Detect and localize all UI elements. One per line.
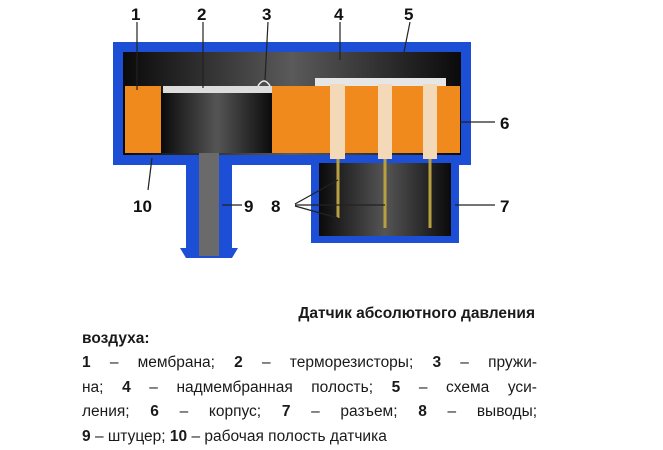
caption: Датчик абсолютного давления воздуха: 1 –… <box>82 302 537 449</box>
part-labels: 1 2 3 4 5 6 7 8 9 10 <box>131 5 509 216</box>
leader-lines <box>136 21 495 219</box>
caption-line: 1 – мембрана; 2 – терморезисторы; 3 – пр… <box>82 351 537 376</box>
item-num: 2 <box>234 354 243 371</box>
item-text: – штуцер; <box>94 427 166 445</box>
sensor-diagram: 1 2 3 4 5 6 7 8 9 10 <box>113 5 509 258</box>
caption-line: ления; 6 – корпус; 7 – разъем; 8 – вывод… <box>82 400 537 425</box>
item-text: на; <box>82 378 104 396</box>
item-text: – корпус; <box>179 403 262 420</box>
item-text: – мембрана; <box>109 354 215 371</box>
label-10: 10 <box>133 197 152 216</box>
caption-title-cont: воздуха: <box>82 329 150 347</box>
item-text: – надмембранная полость; <box>149 378 374 396</box>
item-num: 6 <box>150 403 159 420</box>
item-text: ления; <box>82 403 130 420</box>
label-1: 1 <box>131 5 140 24</box>
pin <box>423 84 437 159</box>
spring <box>257 80 271 87</box>
item-num: 4 <box>122 378 131 396</box>
item-text: – рабочая полость датчика <box>191 427 387 445</box>
item-num: 7 <box>281 403 291 420</box>
amplifier-board <box>315 78 446 86</box>
item-text: – разъем; <box>311 403 398 420</box>
label-8: 8 <box>271 197 280 216</box>
label-7: 7 <box>500 197 509 216</box>
label-6: 6 <box>500 114 509 133</box>
item-num: 8 <box>418 403 427 420</box>
sensor-body <box>125 78 460 228</box>
label-5: 5 <box>404 5 413 24</box>
item-num: 9 <box>82 427 91 445</box>
label-2: 2 <box>197 5 206 24</box>
item-num: 1 <box>82 354 91 371</box>
item-text: – пружи- <box>460 354 538 371</box>
caption-line: на; 4 – надмембранная полость; 5 – схема… <box>82 376 537 401</box>
membrane <box>163 86 273 93</box>
item-num: 10 <box>169 427 188 445</box>
item-num: 3 <box>432 354 442 371</box>
caption-line: 9 – штуцер; 10 – рабочая полость датчика <box>82 425 537 450</box>
pin <box>330 84 345 159</box>
item-text: – схема уси- <box>418 378 537 396</box>
item-num: 5 <box>391 378 401 396</box>
item-text: – выводы; <box>447 403 538 420</box>
pin <box>378 84 392 159</box>
label-9: 9 <box>244 197 253 216</box>
caption-title: Датчик абсолютного давления <box>298 305 535 322</box>
item-text: – терморезисторы; <box>261 354 414 371</box>
label-3: 3 <box>262 5 271 24</box>
label-4: 4 <box>334 5 344 24</box>
